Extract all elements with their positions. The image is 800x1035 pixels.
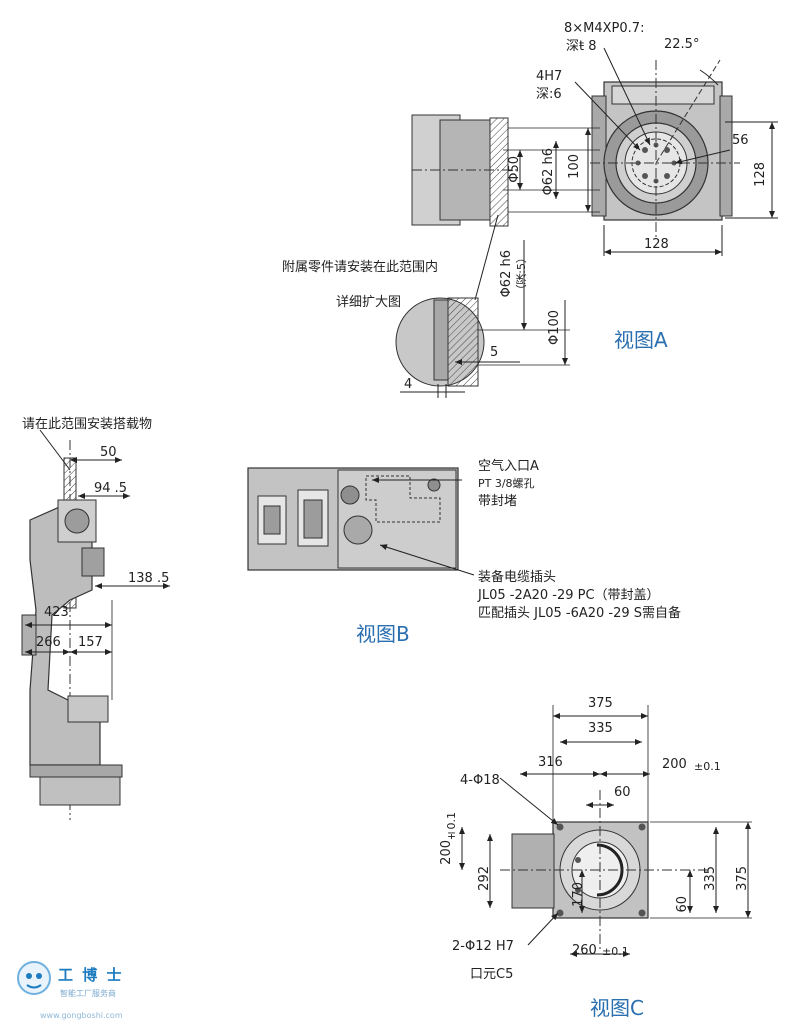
view-a-flange-front (574, 47, 778, 256)
dim-375-top: 375 (588, 696, 613, 711)
dim-60-top: 60 (614, 785, 631, 800)
hole-spec-line-2: 深:6 (536, 87, 562, 102)
dim-266: 266 (36, 635, 61, 650)
dim-157: 157 (78, 635, 103, 650)
air-inlet-label: 空气入口A (478, 459, 539, 474)
detail-enlargement (395, 240, 570, 398)
dim-335-right: 335 (703, 866, 718, 891)
dim-100: 100 (567, 154, 582, 179)
detail-dim-4: 4 (404, 377, 413, 392)
tol-200-top: ±0.1 (694, 760, 721, 773)
view-c-title: 视图C (590, 996, 644, 1020)
detail-phi62-h6: Φ62 h6 (499, 250, 514, 298)
detail-phi100: Φ100 (547, 310, 562, 346)
note-install-range: 附属零件请安装在此范围内 (282, 260, 439, 275)
dim-phi50: Φ50 (507, 156, 522, 183)
view-a-title: 视图A (614, 328, 668, 352)
detail-depth: （深:5） (515, 252, 528, 296)
dim-423: 423 (44, 605, 69, 620)
view-b-back-panel (247, 467, 475, 576)
cable-connector-label: 装备电缆插头 (478, 570, 557, 585)
dim-phi62-h6: Φ62 h6 (541, 148, 556, 196)
dim-128-horizontal: 128 (644, 237, 669, 252)
dim-128-vertical: 128 (753, 162, 768, 187)
dim-260: 260 (572, 943, 597, 958)
watermark-url: www.gongboshi.com (40, 1011, 123, 1020)
bolt-spec-line-1: 8×M4XP0.7: (564, 21, 645, 36)
dim-170: 170 (571, 882, 586, 907)
detail-title: 详细扩大图 (336, 295, 402, 310)
air-inlet-plug: 带封堵 (478, 494, 518, 509)
air-inlet-thread: PT 3/8螺孔 (478, 477, 535, 490)
watermark-logo-icon (17, 961, 51, 995)
view-a-flange-side (411, 114, 600, 301)
watermark-brand: 工 博 士 (58, 966, 124, 984)
dim-60-right: 60 (675, 896, 690, 913)
dim-375-right: 375 (735, 866, 750, 891)
dim-316: 316 (538, 755, 563, 770)
detail-dim-5: 5 (490, 345, 499, 360)
dim-200-top: 200 (662, 757, 687, 772)
angle-label: 22.5° (664, 37, 700, 52)
view-b-title: 视图B (356, 622, 410, 646)
hole-spec-line-1: 4H7 (536, 69, 563, 84)
dim-94-5: 94 .5 (94, 481, 128, 496)
dim-56: 56 (732, 133, 749, 148)
holes-4-phi18: 4-Φ18 (460, 773, 500, 788)
dim-50: 50 (100, 445, 117, 460)
robot-side-view (21, 429, 170, 820)
cable-connector-model: JL05 -2A20 -29 PC（带封盖） (478, 588, 660, 603)
dim-200-left: 200 (439, 840, 454, 865)
chamfer-c5: 口元C5 (470, 967, 514, 982)
tol-260: ±0.1 (602, 945, 629, 958)
dim-335-top: 335 (588, 721, 613, 736)
view-c-base-plan (459, 705, 752, 957)
note-payload-range: 请在此范围安装搭载物 (22, 417, 153, 432)
dim-292: 292 (477, 866, 492, 891)
tol-200-left: ±0.1 (445, 812, 458, 843)
dim-138-5: 138 .5 (128, 571, 170, 586)
bolt-spec-line-2: 深ŧ 8 (566, 39, 597, 54)
mating-connector: 匹配插头 JL05 -6A20 -29 S需自备 (478, 606, 682, 621)
watermark-subtitle: 智能工厂服务商 (60, 989, 116, 998)
holes-2-phi12: 2-Φ12 H7 (452, 939, 514, 954)
